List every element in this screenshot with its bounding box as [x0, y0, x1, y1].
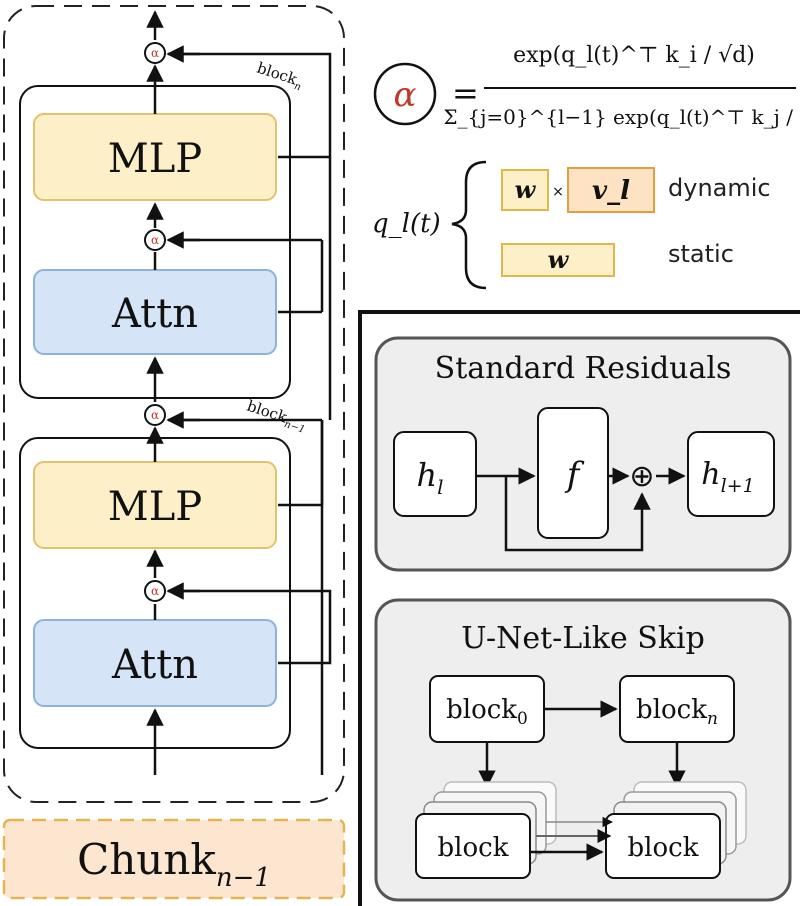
alpha-formula-circle: [373, 62, 437, 126]
standard-residuals-panel: Standard Residuals hl f ⊕ hl+1: [374, 336, 792, 572]
query-brace: [451, 160, 487, 290]
left-block-stack: block: [415, 781, 557, 879]
alpha-formula-symbol: α: [394, 75, 417, 115]
static-label: static: [668, 240, 734, 268]
formula-denominator: Σ_{j=0}^{l−1} exp(q_l(t)^⊤ k_j / √d): [443, 105, 800, 129]
plus-symbol: ⊕: [629, 459, 654, 494]
svg-text:w: w: [515, 175, 537, 204]
svg-text:α: α: [151, 46, 159, 60]
alpha-formula: α = exp(q_l(t)^⊤ k_i / √d) Σ_{j=0}^{l−1}…: [373, 43, 800, 129]
chunk-label: Chunkn−1: [77, 835, 271, 893]
standard-residuals-title: Standard Residuals: [435, 351, 732, 386]
svg-text:w: w: [548, 245, 570, 274]
bottom-mlp-box: MLP: [33, 461, 277, 549]
svg-text:v_l: v_l: [592, 176, 630, 206]
right-block-stack: block: [605, 781, 747, 879]
chunk-label-box: Chunkn−1: [2, 818, 346, 900]
h-next-label: hl+1: [701, 457, 754, 497]
top-attn-box: Attn: [33, 269, 277, 355]
svg-text:α: α: [151, 233, 159, 247]
dynamic-w-box: [501, 169, 549, 211]
unet-title: U-Net-Like Skip: [461, 621, 705, 656]
h-l-box: [393, 431, 477, 517]
dynamic-label: dynamic: [668, 174, 771, 202]
block-n-minus-1-label: blockn−1: [244, 397, 310, 436]
right-stack-label: block: [628, 833, 699, 863]
unet-skip-panel: U-Net-Like Skip block0 blockn block bloc…: [374, 598, 792, 902]
bottom-mlp-label: MLP: [108, 484, 202, 530]
top-mlp-box: MLP: [33, 113, 277, 201]
formula-numerator: exp(q_l(t)^⊤ k_i / √d): [513, 43, 755, 68]
top-attn-label: Attn: [111, 291, 198, 337]
block0-label: block0: [446, 695, 528, 729]
bottom-attn-box: Attn: [33, 619, 277, 707]
residual-skip-arrow: [504, 476, 651, 552]
h-l-label: hl: [416, 456, 443, 499]
times-sign: ×: [552, 184, 564, 200]
query-definition: q_l(t) w × v_l dynamic w static: [372, 160, 771, 290]
chunk-dashed-border: [3, 5, 345, 803]
svg-text:α: α: [151, 584, 159, 598]
residual-bus-lines: [170, 52, 332, 775]
alpha-node-3: α: [144, 404, 166, 426]
query-label: q_l(t): [372, 209, 441, 239]
svg-text:α: α: [151, 408, 159, 422]
alpha-node-4: α: [144, 580, 166, 602]
static-w-box: [501, 243, 615, 277]
left-stack-label: block: [438, 833, 509, 863]
f-box: [537, 407, 609, 539]
chunk-stack: MLP Attn MLP Attn α: [3, 5, 345, 803]
top-mlp-label: MLP: [108, 136, 202, 182]
formula-equals: =: [452, 74, 479, 112]
alpha-node-1: α: [144, 42, 166, 64]
blockn-label: blockn: [636, 695, 718, 729]
h-next-box: [687, 431, 775, 517]
bottom-attn-label: Attn: [111, 642, 198, 688]
dynamic-v-box: [567, 167, 655, 213]
alpha-node-2: α: [144, 229, 166, 251]
